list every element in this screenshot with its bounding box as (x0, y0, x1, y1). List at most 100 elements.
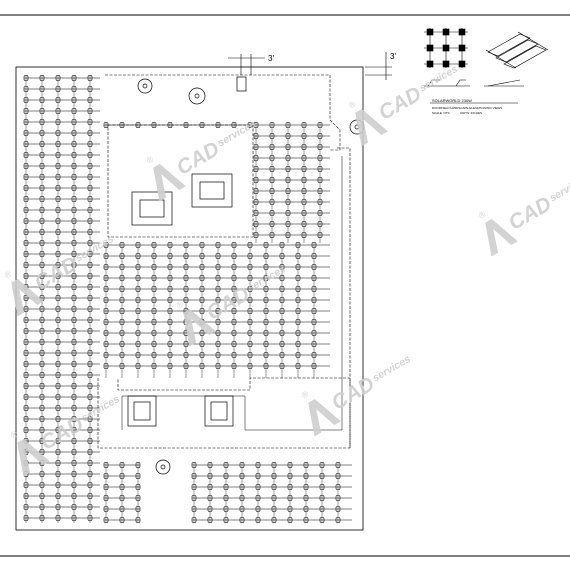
mounting-foot (167, 122, 173, 128)
mounting-foot (55, 119, 61, 125)
mounting-foot (103, 363, 109, 369)
mounting-foot (119, 330, 125, 336)
mounting-foot (71, 262, 77, 268)
mounting-foot (199, 308, 205, 314)
mounting-foot (71, 427, 77, 433)
mounting-foot (151, 352, 157, 358)
mounting-foot (247, 297, 253, 303)
mounting-foot (311, 275, 317, 281)
mounting-foot (191, 517, 197, 523)
mounting-foot (151, 264, 157, 270)
mounting-foot (319, 462, 325, 468)
mounting-foot (55, 405, 61, 411)
mounting-foot (215, 341, 221, 347)
mounting-foot (87, 493, 93, 499)
mounting-foot (87, 174, 93, 180)
mounting-foot (223, 495, 229, 501)
mounting-foot (253, 210, 259, 216)
mounting-foot (231, 341, 237, 347)
mounting-foot (287, 473, 293, 479)
mounting-foot (55, 97, 61, 103)
mounting-foot (55, 284, 61, 290)
watermark-suffix: services (418, 64, 460, 95)
mounting-foot (135, 264, 141, 270)
mounting-foot (167, 286, 173, 292)
mounting-foot (87, 317, 93, 323)
mounting-foot (55, 328, 61, 334)
mounting-foot (301, 133, 307, 139)
mounting-foot (71, 251, 77, 257)
mounting-foot (279, 297, 285, 303)
mounting-foot (71, 152, 77, 158)
mounting-foot (135, 506, 141, 512)
mounting-foot (269, 155, 275, 161)
mounting-foot (151, 319, 157, 325)
mounting-foot (303, 495, 309, 501)
iso-rail-1 (485, 49, 517, 69)
mounting-foot (23, 350, 29, 356)
mounting-foot (23, 218, 29, 224)
watermark-logo-icon (153, 163, 186, 202)
mounting-foot (247, 242, 253, 248)
mounting-foot (287, 495, 293, 501)
mounting-foot (135, 462, 141, 468)
mounting-foot (39, 317, 45, 323)
mounting-foot (151, 363, 157, 369)
mounting-foot (39, 152, 45, 158)
mounting-foot (311, 297, 317, 303)
mounting-foot (191, 506, 197, 512)
mounting-foot (295, 352, 301, 358)
elevation-left-mount (427, 79, 440, 87)
mounting-foot (335, 484, 341, 490)
mounting-foot (279, 341, 285, 347)
mounting-foot (183, 341, 189, 347)
mounting-foot (285, 122, 291, 128)
mounting-foot (167, 275, 173, 281)
mounting-foot (319, 506, 325, 512)
watermark-registered-mark: ® (175, 298, 186, 310)
mounting-foot (135, 484, 141, 490)
mounting-foot (253, 221, 259, 227)
mounting-foot (317, 166, 323, 172)
mounting-foot (151, 330, 157, 336)
mounting-foot (207, 495, 213, 501)
skylight-2 (191, 173, 233, 208)
mounting-foot (303, 462, 309, 468)
mounting-foot (87, 262, 93, 268)
mounting-foot (239, 484, 245, 490)
mounting-foot (311, 363, 317, 369)
mounting-foot (55, 317, 61, 323)
mounting-foot (87, 515, 93, 521)
mounting-foot (279, 308, 285, 314)
mounting-foot (167, 308, 173, 314)
mounting-foot (247, 330, 253, 336)
mounting-foot (247, 363, 253, 369)
mounting-foot (23, 482, 29, 488)
plan-foot-1 (426, 28, 434, 36)
mounting-foot (301, 122, 307, 128)
mounting-foot (247, 122, 253, 128)
mounting-foot (87, 482, 93, 488)
mounting-foot (103, 308, 109, 314)
mounting-foot (39, 273, 45, 279)
mounting-foot (39, 130, 45, 136)
mounting-foot (23, 86, 29, 92)
mounting-foot (55, 207, 61, 213)
mounting-foot (183, 122, 189, 128)
mounting-foot (103, 484, 109, 490)
elevation-panel-line (487, 79, 521, 87)
mounting-foot (263, 242, 269, 248)
mounting-foot (39, 207, 45, 213)
mounting-foot (215, 352, 221, 358)
mounting-foot (295, 308, 301, 314)
mounting-foot (183, 363, 189, 369)
mounting-foot (39, 471, 45, 477)
elevation-right-mount (455, 79, 466, 87)
skylight-1 (131, 191, 173, 226)
mounting-foot (55, 394, 61, 400)
mounting-foot (55, 515, 61, 521)
mounting-foot (119, 484, 125, 490)
mounting-foot (247, 286, 253, 292)
mounting-foot (231, 297, 237, 303)
mounting-foot (103, 253, 109, 259)
